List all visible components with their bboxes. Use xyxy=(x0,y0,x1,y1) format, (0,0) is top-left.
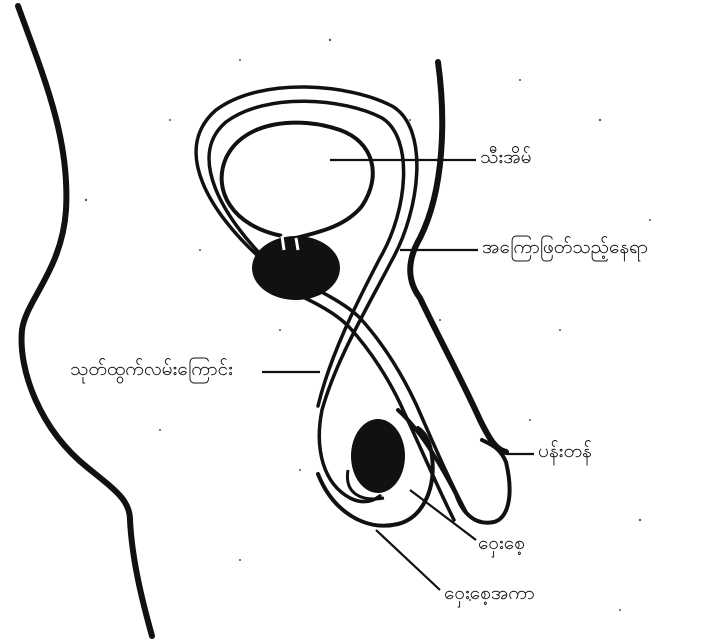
label-bladder: သီးအိမ် xyxy=(480,148,532,167)
label-urethra: သုတ်ထွက်လမ်းကြောင်း xyxy=(70,360,233,379)
leader-scrotum xyxy=(376,530,440,590)
back-body-outline xyxy=(18,6,152,636)
bladder-outline xyxy=(222,123,373,238)
testis-shape xyxy=(351,419,405,493)
label-penis: ပန်းတန် xyxy=(538,442,592,461)
label-prostate: အကြောဖြတ်သည့်နေရာ xyxy=(482,238,648,257)
label-testis: ဝှေးစေ့ xyxy=(478,534,525,553)
label-scrotum: ဝှေးစေ့အကာ xyxy=(444,584,535,603)
penis-outline xyxy=(398,410,510,523)
